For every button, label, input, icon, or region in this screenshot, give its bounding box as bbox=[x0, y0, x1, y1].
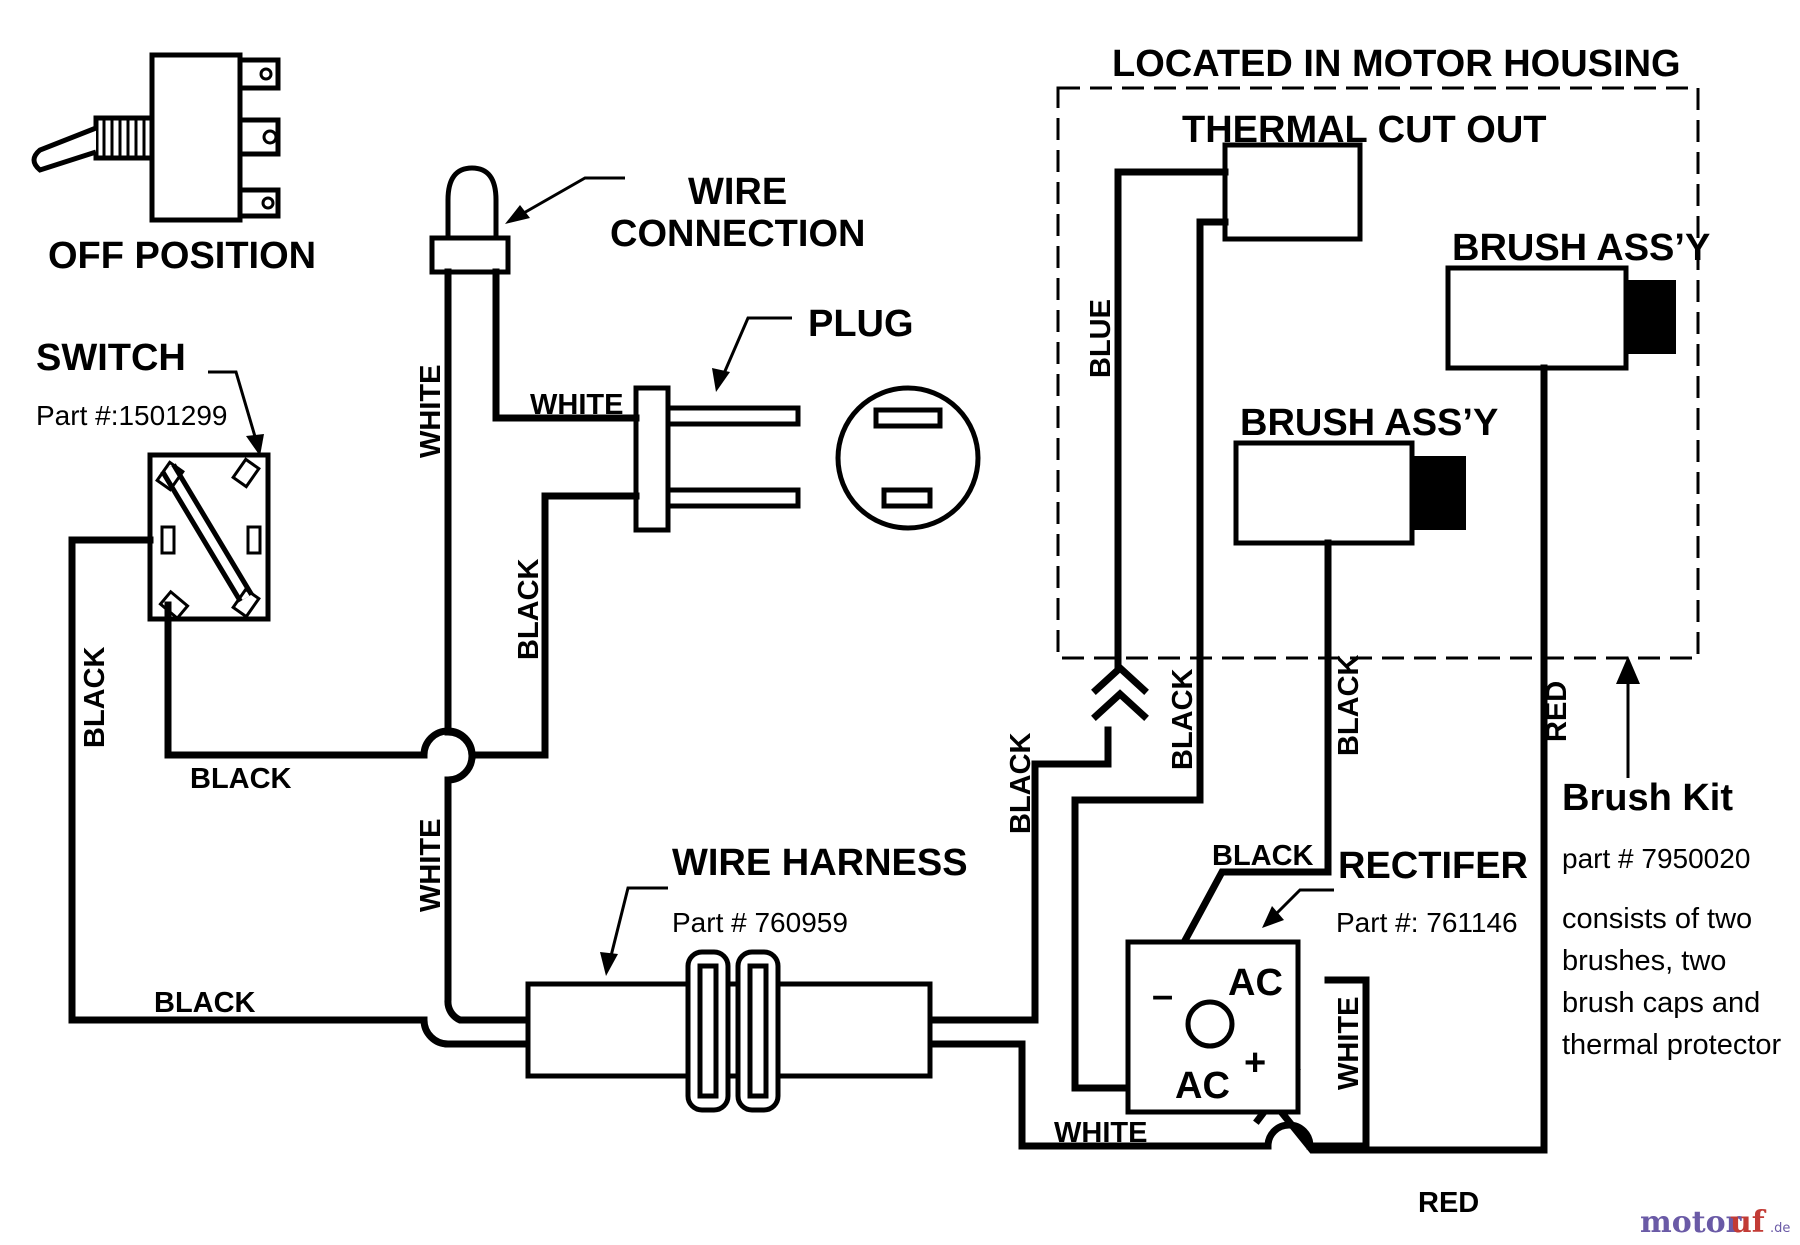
motor-housing-label: LOCATED IN MOTOR HOUSING bbox=[1112, 43, 1681, 85]
wire-connection-arrow-icon bbox=[505, 176, 625, 224]
thermal-cut-out-icon bbox=[1222, 142, 1363, 242]
wire-connector-icon bbox=[429, 165, 511, 275]
wire-connection-label-line2: CONNECTION bbox=[610, 213, 865, 255]
switch-arrow-icon bbox=[208, 370, 264, 456]
brush-kit-note-line4: thermal protector bbox=[1562, 1029, 1782, 1061]
wire-label-black-thermal: BLACK bbox=[1167, 668, 1199, 770]
switch-part-number: Part #:1501299 bbox=[36, 400, 228, 431]
brush-kit-arrow-icon bbox=[1616, 656, 1640, 778]
brush-assy-upper-label: BRUSH ASS’Y bbox=[1452, 227, 1710, 269]
wire-harness-label: WIRE HARNESS bbox=[672, 842, 968, 884]
switch-label: SWITCH bbox=[36, 337, 186, 379]
rectifier-plus-label: + bbox=[1244, 1042, 1266, 1084]
switch-icon bbox=[147, 452, 271, 622]
rectifier-part-number: Part #: 761146 bbox=[1336, 907, 1518, 938]
rectifier-ac-bottom-label: AC bbox=[1175, 1065, 1230, 1107]
brush-kit-label: Brush Kit bbox=[1562, 777, 1733, 819]
wire-label-black-switch-left: BLACK bbox=[79, 646, 111, 748]
plug-face-icon bbox=[835, 385, 981, 531]
rectifier-arrow-icon bbox=[1262, 888, 1334, 928]
brush-assy-lower-icon bbox=[1233, 440, 1466, 546]
rectifier-icon bbox=[1125, 939, 1301, 1115]
rectifier-minus-label: – bbox=[1152, 975, 1173, 1017]
plug-arrow-icon bbox=[712, 316, 792, 392]
wire-label-red-vertical: RED bbox=[1541, 681, 1573, 742]
wire-harness-part-number: Part # 760959 bbox=[672, 907, 848, 938]
plug-label: PLUG bbox=[808, 303, 914, 345]
watermark-part2: uf bbox=[1730, 1205, 1767, 1240]
brush-assy-upper-icon bbox=[1445, 265, 1676, 371]
wire-label-black-brush: BLACK bbox=[1333, 654, 1365, 756]
wire-label-black-plug-vertical: BLACK bbox=[513, 558, 545, 660]
brush-kit-part-number: part # 7950020 bbox=[1562, 843, 1750, 874]
wire-harness-icon bbox=[525, 949, 933, 1113]
wire-label-white-vertical-lower: WHITE bbox=[415, 819, 447, 912]
off-position-label: OFF POSITION bbox=[48, 235, 316, 277]
rectifier-label: RECTIFER bbox=[1338, 845, 1528, 887]
brush-kit-note-line3: brush caps and bbox=[1562, 987, 1760, 1019]
wire-label-black-to-connector: BLACK bbox=[1005, 732, 1037, 834]
wire-label-blue: BLUE bbox=[1085, 299, 1117, 378]
plug-icon bbox=[633, 385, 801, 533]
watermark-logo: motor uf .de bbox=[1640, 1205, 1790, 1240]
watermark-part3: .de bbox=[1770, 1221, 1790, 1236]
motor-housing-boundary bbox=[1056, 86, 1700, 660]
brush-assy-lower-label: BRUSH ASS’Y bbox=[1240, 402, 1498, 444]
brush-kit-note-line2: brushes, two bbox=[1562, 945, 1726, 977]
wire-connection-label-line1: WIRE bbox=[688, 171, 787, 213]
wire-label-white-vertical-upper: WHITE bbox=[415, 365, 447, 458]
wire-label-black-rectifier: BLACK bbox=[1212, 840, 1314, 872]
rectifier-ac-top-label: AC bbox=[1228, 962, 1283, 1004]
wire-label-black-switch-bottom: BLACK bbox=[190, 763, 292, 795]
wire-label-black-harness-left: BLACK bbox=[154, 987, 256, 1019]
wire-label-white-bottom: WHITE bbox=[1054, 1117, 1147, 1149]
wire-label-white-plug: WHITE bbox=[530, 389, 623, 421]
toggle-switch-icon bbox=[31, 52, 281, 223]
wire-label-white-rectifier-right: WHITE bbox=[1333, 997, 1365, 1090]
watermark-part1: motor bbox=[1640, 1205, 1743, 1240]
wire-harness-arrow-icon bbox=[600, 886, 668, 976]
wire-label-red-bottom: RED bbox=[1418, 1187, 1479, 1219]
brush-kit-note-line1: consists of two bbox=[1562, 903, 1752, 935]
